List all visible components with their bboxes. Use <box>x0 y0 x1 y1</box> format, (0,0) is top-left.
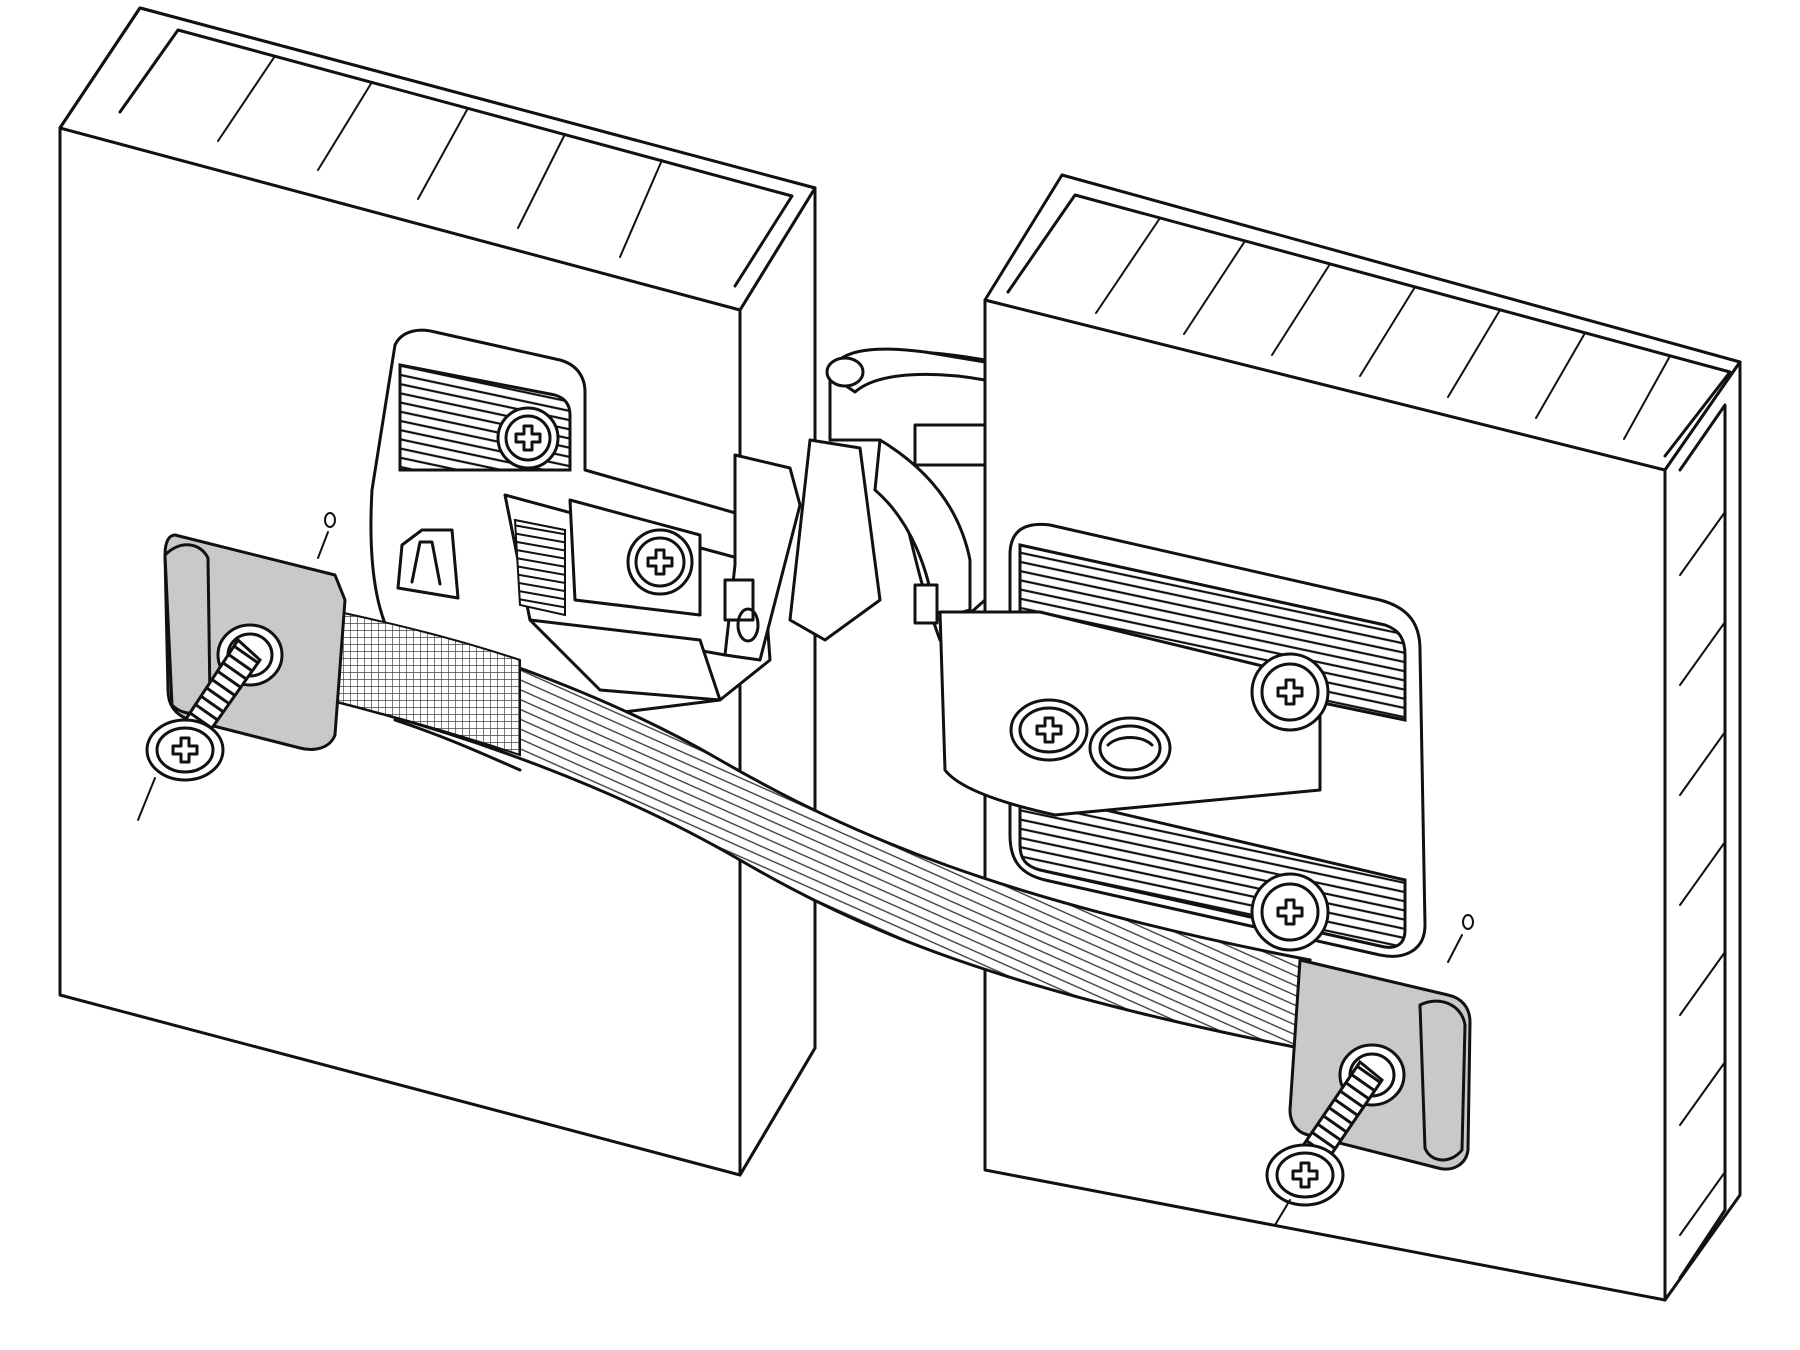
cam-adjuster-icon <box>1088 716 1172 780</box>
left-panel-grain-lines <box>119 29 663 258</box>
phillips-screw-icon <box>1250 652 1330 732</box>
phillips-screw-icon <box>626 528 694 596</box>
right-panel-side-edge <box>1663 360 1742 1302</box>
manufacturer-logo-icon <box>396 528 460 600</box>
callout-leaders <box>137 512 1474 1226</box>
strap-mesh-section <box>329 608 521 757</box>
wood-screw-icon <box>145 637 262 782</box>
phillips-screw-icon <box>1009 698 1089 762</box>
hinge-pivot-pin <box>825 356 865 388</box>
hinge-mounting-plate <box>938 522 1427 958</box>
phillips-screw-icon <box>496 406 560 470</box>
left-panel-top-edge <box>58 6 817 312</box>
hinge-arm <box>788 347 987 642</box>
hinge-cup-assembly <box>369 328 802 722</box>
wood-screw-icon <box>1265 1059 1385 1207</box>
phillips-screw-icon <box>1250 872 1330 952</box>
